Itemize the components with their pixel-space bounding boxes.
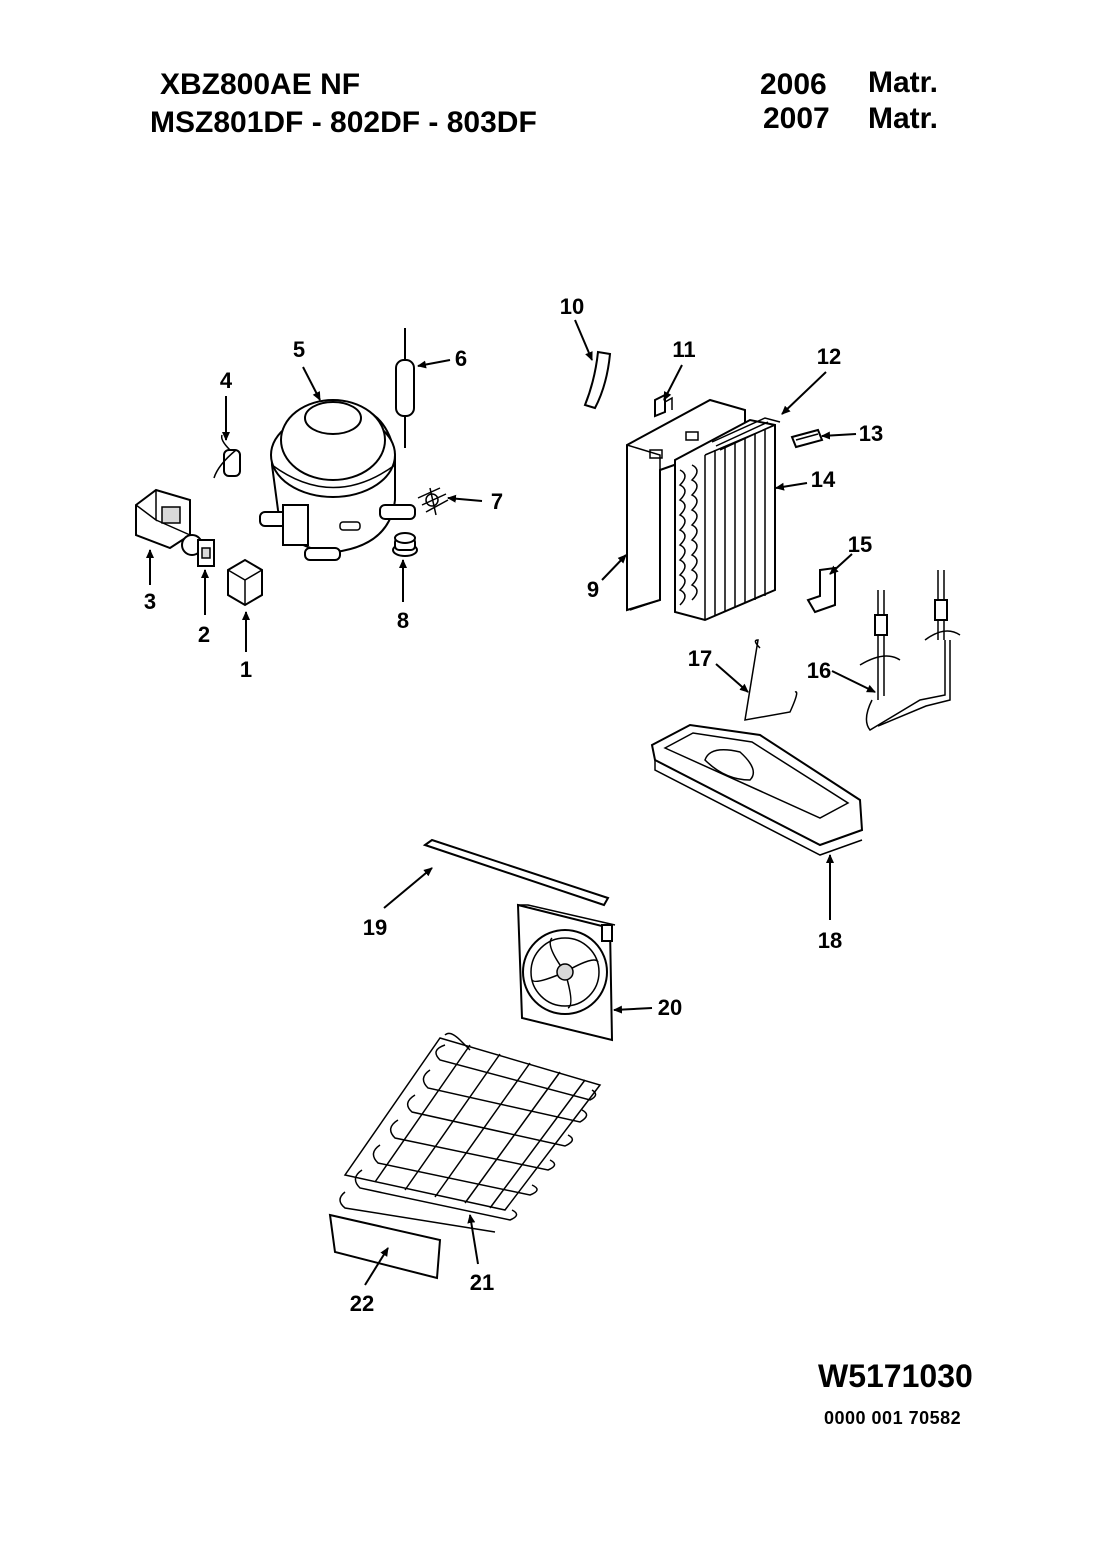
callout-4: 4 [220,368,233,393]
drawing-code: W5171030 [818,1358,973,1394]
callout-18: 18 [818,928,842,953]
callout-11: 11 [672,337,695,362]
callout-7: 7 [491,489,503,514]
callout-20: 20 [658,995,682,1020]
drain-heater-part [859,570,961,731]
protector-box-part [135,488,191,550]
callout-2: 2 [198,622,210,647]
callout-numbers: 1 2 3 4 5 6 7 8 9 10 11 12 13 14 15 16 1… [144,294,883,1316]
strip-part [422,838,610,907]
model-line-1: XBZ800AE NF [160,68,361,101]
callout-8: 8 [397,608,409,633]
year-1: 2006 [760,68,827,101]
model-line-2: MSZ801DF - 802DF - 803DF [150,106,537,139]
callout-22: 22 [350,1291,374,1316]
callout-3: 3 [144,589,156,614]
callout-14: 14 [811,467,836,492]
callout-15: 15 [848,532,872,557]
callout-17: 17 [688,646,712,671]
wire-hook-part [744,639,798,721]
evaporator-housing-part [626,398,776,622]
callout-16: 16 [807,658,831,683]
grommet-part [392,532,418,557]
callout-6: 6 [455,346,467,371]
callout-13: 13 [859,421,883,446]
condenser-part [339,1032,602,1233]
compressor-part [259,399,416,561]
relay-part [181,534,215,567]
drip-tray-part [650,723,864,856]
thermal-fuse-part [790,428,824,449]
callout-12: 12 [817,344,841,369]
year-2: 2007 [763,102,830,135]
hose-part [583,350,612,410]
leader-arrows [146,319,876,1286]
callout-19: 19 [363,915,387,940]
bracket-part [654,393,673,418]
defrost-heater-part [711,417,781,451]
callout-1: 1 [240,657,252,682]
drier-filter-part [395,328,415,448]
capacitor-part [213,434,241,479]
callout-10: 10 [560,294,584,319]
clip-part-15 [806,566,836,614]
starter-part [227,558,263,607]
part-number: 0000 001 70582 [824,1408,962,1428]
callout-21: 21 [470,1270,494,1295]
matr-label-1: Matr. [868,66,939,99]
clips-part [417,487,449,516]
fan-assembly-part [516,903,616,1042]
callout-9: 9 [587,577,599,602]
callout-5: 5 [293,337,305,362]
matr-label-2: Matr. [868,102,939,135]
plate-part [328,1213,442,1280]
